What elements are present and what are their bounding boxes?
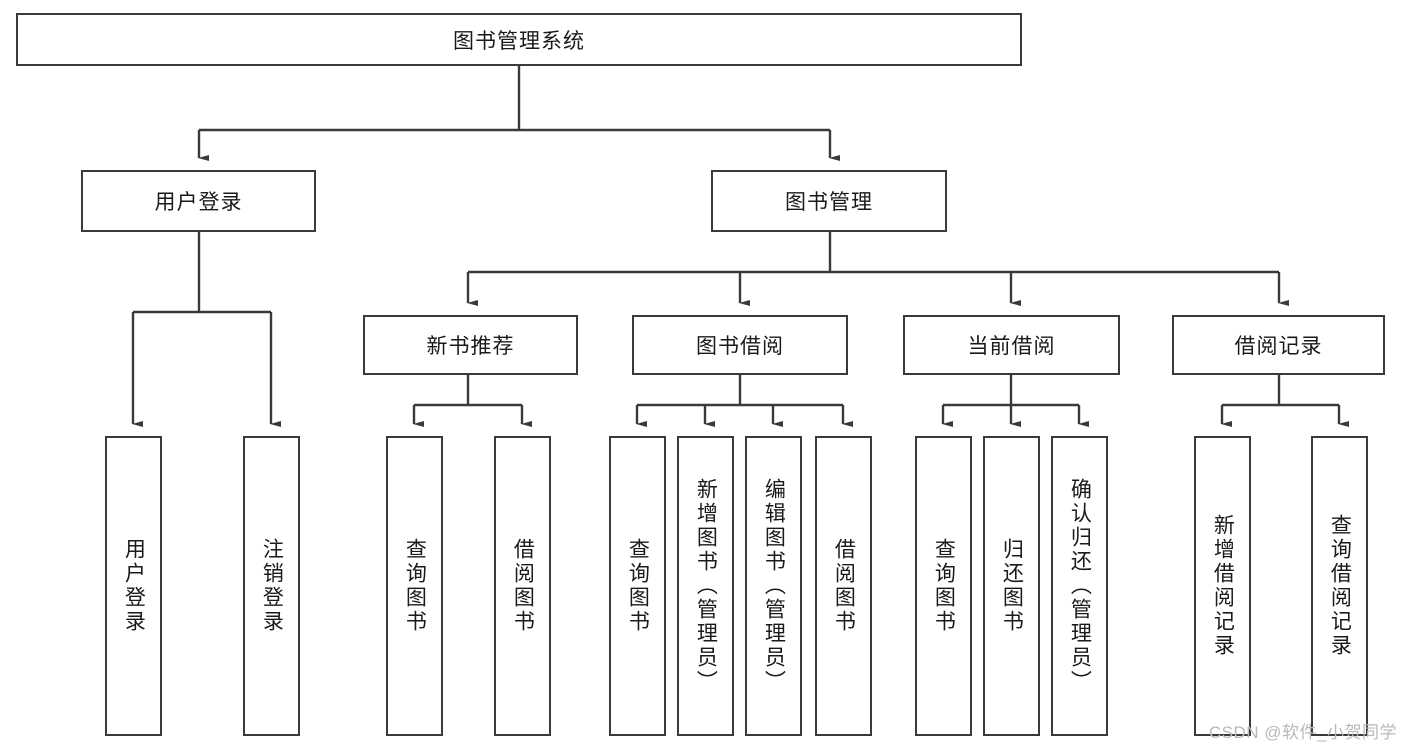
leaf-edit-book-admin[interactable]: 编辑图书（管理员）: [745, 436, 802, 736]
node-label: 图书管理系统: [453, 29, 585, 53]
node-book-management[interactable]: 图书管理: [711, 170, 947, 232]
leaf-label: 新增借阅记录: [1211, 514, 1235, 658]
leaf-label: 查询图书: [626, 538, 650, 634]
node-new-book-recommend[interactable]: 新书推荐: [363, 315, 578, 375]
node-label: 图书管理: [785, 191, 873, 214]
leaf-label: 借阅图书: [832, 538, 856, 634]
leaf-borrow-book-recommend[interactable]: 借阅图书: [494, 436, 551, 736]
node-user-login[interactable]: 用户登录: [81, 170, 316, 232]
node-current-borrow[interactable]: 当前借阅: [903, 315, 1120, 375]
node-label: 当前借阅: [967, 335, 1056, 358]
leaf-label: 借阅图书: [511, 538, 535, 634]
node-root-system[interactable]: 图书管理系统: [16, 13, 1022, 66]
leaf-add-borrow-record[interactable]: 新增借阅记录: [1194, 436, 1251, 736]
node-label: 用户登录: [154, 191, 243, 214]
leaf-borrow-book[interactable]: 借阅图书: [815, 436, 872, 736]
leaf-label: 确认归还（管理员）: [1068, 478, 1092, 694]
leaf-label: 查询图书: [932, 538, 956, 634]
leaf-query-book-borrow[interactable]: 查询图书: [609, 436, 666, 736]
leaf-label: 编辑图书（管理员）: [762, 478, 786, 694]
leaf-label: 新增图书（管理员）: [694, 478, 718, 694]
leaf-query-borrow-record[interactable]: 查询借阅记录: [1311, 436, 1368, 736]
leaf-return-book[interactable]: 归还图书: [983, 436, 1040, 736]
leaf-add-book-admin[interactable]: 新增图书（管理员）: [677, 436, 734, 736]
leaf-query-book-current[interactable]: 查询图书: [915, 436, 972, 736]
leaf-confirm-return-admin[interactable]: 确认归还（管理员）: [1051, 436, 1108, 736]
leaf-label: 归还图书: [1000, 538, 1024, 634]
node-book-borrow[interactable]: 图书借阅: [632, 315, 848, 375]
leaf-label: 查询图书: [403, 538, 427, 634]
leaf-logout[interactable]: 注销登录: [243, 436, 300, 736]
node-borrow-record[interactable]: 借阅记录: [1172, 315, 1385, 375]
node-label: 借阅记录: [1234, 335, 1323, 358]
node-label: 图书借阅: [696, 335, 784, 358]
leaf-label: 用户登录: [122, 538, 146, 634]
leaf-query-book-recommend[interactable]: 查询图书: [386, 436, 443, 736]
leaf-label: 查询借阅记录: [1328, 514, 1352, 658]
node-label: 新书推荐: [426, 335, 515, 358]
leaf-label: 注销登录: [260, 538, 284, 634]
leaf-user-login[interactable]: 用户登录: [105, 436, 162, 736]
